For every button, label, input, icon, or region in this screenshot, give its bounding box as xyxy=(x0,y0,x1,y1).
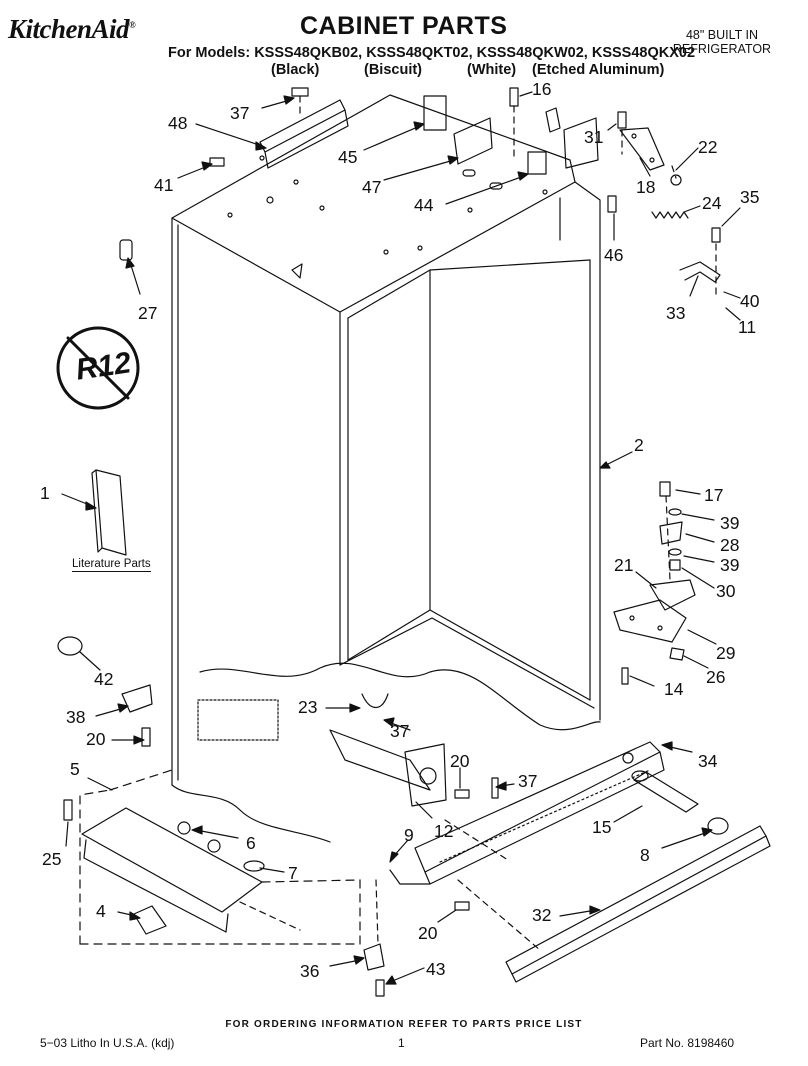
callout-5: 5 xyxy=(70,759,80,779)
callout-32: 32 xyxy=(532,905,552,925)
callout-7: 7 xyxy=(288,863,298,883)
page-number: 1 xyxy=(398,1036,405,1050)
callout-45: 45 xyxy=(338,147,358,167)
leader-lines xyxy=(62,92,740,984)
spring-drawing xyxy=(652,212,688,218)
bracket-33-drawing xyxy=(680,228,720,282)
r12-badge xyxy=(58,328,138,408)
callout-14: 14 xyxy=(664,679,684,699)
guide-lines xyxy=(240,96,716,950)
callout-1: 1 xyxy=(40,483,50,503)
callout-27: 27 xyxy=(138,303,158,323)
brand-name: KitchenAid xyxy=(8,14,130,44)
callout-12: 12 xyxy=(434,821,454,841)
variant-white: (White) xyxy=(467,62,517,78)
product-type: 48" BUILT IN REFRIGERATOR xyxy=(652,28,792,56)
callout-11: 11 xyxy=(738,317,757,337)
callout-39b: 39 xyxy=(720,555,740,575)
callout-16: 16 xyxy=(532,79,552,99)
product-type-line2: REFRIGERATOR xyxy=(672,42,772,56)
base-rail-drawing xyxy=(80,770,360,944)
litho-info: 5−03 Litho In U.S.A. (kdj) xyxy=(40,1036,175,1050)
callout-17: 17 xyxy=(704,485,724,505)
cylinder-drawing xyxy=(632,771,728,834)
callout-37b: 37 xyxy=(390,721,410,741)
callout-26: 26 xyxy=(706,667,726,687)
variant-black: (Black) xyxy=(271,62,320,78)
callout-43: 43 xyxy=(426,959,446,979)
callout-23: 23 xyxy=(298,697,318,717)
callout-15: 15 xyxy=(592,817,612,837)
callout-6: 6 xyxy=(246,833,256,853)
callout-18: 18 xyxy=(636,177,656,197)
bottom-trim-drawing xyxy=(506,826,770,982)
callout-46: 46 xyxy=(604,245,624,265)
literature-parts-label: Literature Parts xyxy=(72,558,151,572)
callout-38: 38 xyxy=(66,707,86,727)
callout-29: 29 xyxy=(716,643,736,663)
callout-22: 22 xyxy=(698,137,718,157)
brand-mark: ® xyxy=(129,20,136,30)
page-title: CABINET PARTS xyxy=(300,12,508,40)
callout-20c: 20 xyxy=(418,923,438,943)
callout-37a: 37 xyxy=(230,103,250,123)
callout-47: 47 xyxy=(362,177,382,197)
callout-36: 36 xyxy=(300,961,320,981)
callout-42: 42 xyxy=(94,669,114,689)
callout-9: 9 xyxy=(404,825,414,845)
callout-33: 33 xyxy=(666,303,686,323)
callout-30: 30 xyxy=(716,581,736,601)
top-brackets-drawing xyxy=(424,96,560,174)
callout-24: 24 xyxy=(702,193,722,213)
callout-20b: 20 xyxy=(450,751,470,771)
callout-35: 35 xyxy=(740,187,760,207)
callout-4: 4 xyxy=(96,901,106,921)
callout-37c: 37 xyxy=(518,771,538,791)
literature-manual-drawing xyxy=(92,470,126,555)
callout-34: 34 xyxy=(698,751,718,771)
brand-logo: KitchenAid® xyxy=(8,14,136,45)
toe-grille-drawing xyxy=(390,742,664,884)
callout-40: 40 xyxy=(740,291,760,311)
callout-2: 2 xyxy=(634,435,644,455)
callout-8: 8 xyxy=(640,845,650,865)
variant-etched-aluminum: (Etched Aluminum) xyxy=(532,62,665,78)
product-type-line1: 48" BUILT IN xyxy=(685,28,759,42)
callout-25: 25 xyxy=(42,849,62,869)
callout-39a: 39 xyxy=(720,513,740,533)
callout-48: 48 xyxy=(168,113,188,133)
top-hinge-drawing xyxy=(564,118,664,170)
callout-44: 44 xyxy=(414,195,434,215)
models-line: For Models: KSSS48QKB02, KSSS48QKT02, KS… xyxy=(168,45,696,61)
callout-21: 21 xyxy=(614,555,634,575)
callout-28: 28 xyxy=(720,535,740,555)
part-number: Part No. 8198460 xyxy=(640,1036,735,1050)
ordering-note: FOR ORDERING INFORMATION REFER TO PARTS … xyxy=(225,1019,583,1030)
callout-41: 41 xyxy=(154,175,174,195)
drain-pan-drawing xyxy=(198,694,446,806)
callout-20a: 20 xyxy=(86,729,106,749)
variant-biscuit: (Biscuit) xyxy=(364,62,422,78)
callout-31: 31 xyxy=(584,127,604,147)
lower-hinge-drawing xyxy=(614,482,695,660)
cabinet-liner-drawing xyxy=(172,95,600,842)
